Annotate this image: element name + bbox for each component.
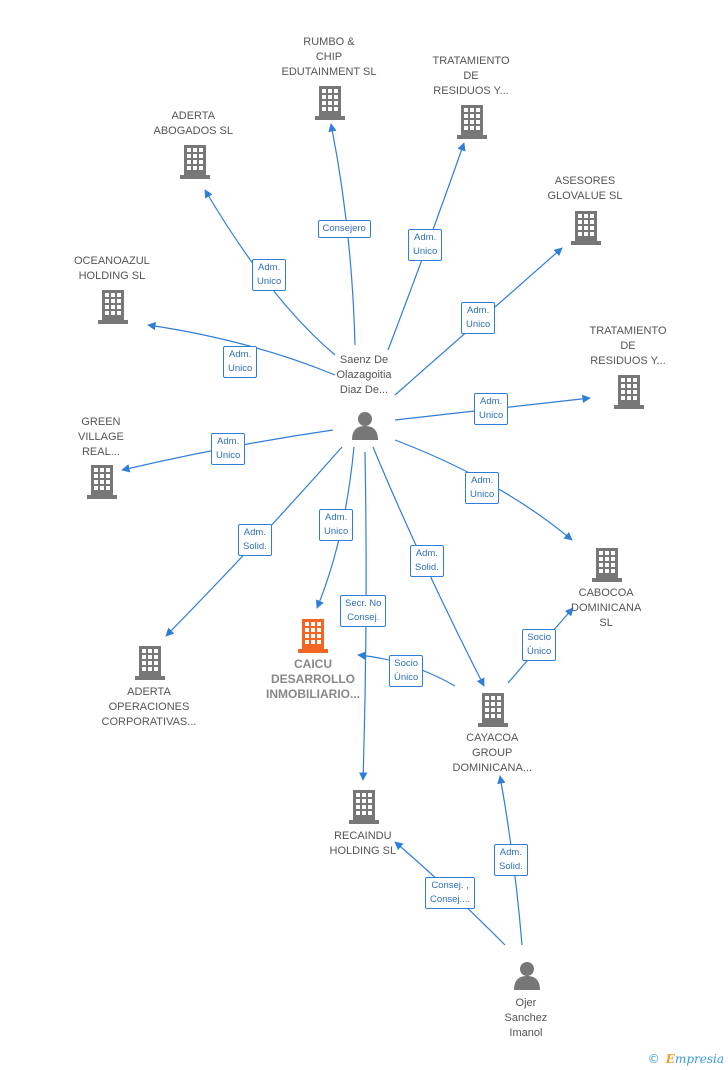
copyright-icon: © bbox=[647, 1052, 660, 1066]
edge-label[interactable]: Secr. No Consej. bbox=[340, 595, 387, 627]
building-icon-trat2[interactable] bbox=[614, 375, 644, 409]
building-icon-cabocoa[interactable] bbox=[592, 548, 622, 582]
edge-saenz-to-oceano bbox=[147, 321, 336, 376]
edge-label[interactable]: Adm. Solid. bbox=[410, 545, 444, 577]
building-icon-aderta_op[interactable] bbox=[135, 646, 165, 680]
edge-label[interactable]: Socio Único bbox=[389, 655, 424, 687]
node-label-aderta_op[interactable]: ADERTA OPERACIONES CORPORATIVAS... bbox=[101, 686, 197, 728]
person-icon-saenz[interactable] bbox=[352, 412, 378, 440]
node-label-cayacoa[interactable]: CAYACOA GROUP DOMINICANA... bbox=[452, 732, 532, 774]
node-label-ojer[interactable]: Ojer Sanchez Imanol bbox=[504, 997, 548, 1039]
building-icon-green[interactable] bbox=[87, 465, 117, 499]
edge-label[interactable]: Adm. Unico bbox=[461, 302, 496, 334]
building-icon-aderta_ab[interactable] bbox=[180, 145, 210, 179]
building-icon-caicu[interactable] bbox=[298, 619, 328, 653]
building-icon-cayacoa[interactable] bbox=[478, 693, 508, 727]
edge-label[interactable]: Socio Único bbox=[522, 629, 557, 661]
person-icon-ojer[interactable] bbox=[514, 962, 540, 990]
edge-label[interactable]: Adm. Unico bbox=[223, 346, 258, 378]
node-label-trat1[interactable]: TRATAMIENTO DE RESIDUOS Y... bbox=[432, 55, 510, 97]
node-label-caicu[interactable]: CAICU DESARROLLO INMOBILIARIO... bbox=[266, 657, 360, 701]
building-icon-trat1[interactable] bbox=[457, 105, 487, 139]
node-label-asesores[interactable]: ASESORES GLOVALUE SL bbox=[547, 175, 623, 202]
node-label-trat2[interactable]: TRATAMIENTO DE RESIDUOS Y... bbox=[589, 325, 667, 367]
edge-label[interactable]: Adm. Solid. bbox=[494, 844, 528, 876]
edge-label[interactable]: Adm. Unico bbox=[319, 509, 354, 541]
edge-label[interactable]: Adm. Unico bbox=[252, 259, 287, 291]
node-label-aderta_ab[interactable]: ADERTA ABOGADOS SL bbox=[153, 110, 233, 137]
edge-label[interactable]: Adm. Unico bbox=[465, 472, 500, 504]
building-icon-oceano[interactable] bbox=[98, 290, 128, 324]
node-label-green[interactable]: GREEN VILLAGE REAL... bbox=[78, 416, 124, 458]
node-label-rumbo[interactable]: RUMBO & CHIP EDUTAINMENT SL bbox=[281, 36, 377, 78]
node-label-cabocoa[interactable]: CABOCOA DOMINICANA SL bbox=[571, 587, 642, 629]
node-label-recaindu[interactable]: RECAINDU HOLDING SL bbox=[329, 830, 397, 857]
building-icon-recaindu[interactable] bbox=[349, 790, 379, 824]
edge-label[interactable]: Adm. Unico bbox=[474, 393, 509, 425]
building-icon-rumbo[interactable] bbox=[315, 86, 345, 120]
edge-label[interactable]: Consejero bbox=[317, 220, 371, 238]
edge-label[interactable]: Adm. Unico bbox=[408, 229, 443, 261]
brand-name: mpresia bbox=[674, 1052, 724, 1066]
footer-brand: © Empresia bbox=[648, 1052, 724, 1066]
edge-label[interactable]: Adm. Solid. bbox=[238, 524, 272, 556]
node-label-saenz[interactable]: Saenz De Olazagoitia Diaz De... bbox=[336, 354, 392, 396]
edge-label[interactable]: Consej. , Consej.... bbox=[425, 877, 476, 909]
building-icon-asesores[interactable] bbox=[571, 211, 601, 245]
node-label-oceano[interactable]: OCEANOAZUL HOLDING SL bbox=[74, 255, 150, 282]
brand-initial: E bbox=[665, 1052, 675, 1066]
edge-label[interactable]: Adm. Unico bbox=[211, 433, 246, 465]
